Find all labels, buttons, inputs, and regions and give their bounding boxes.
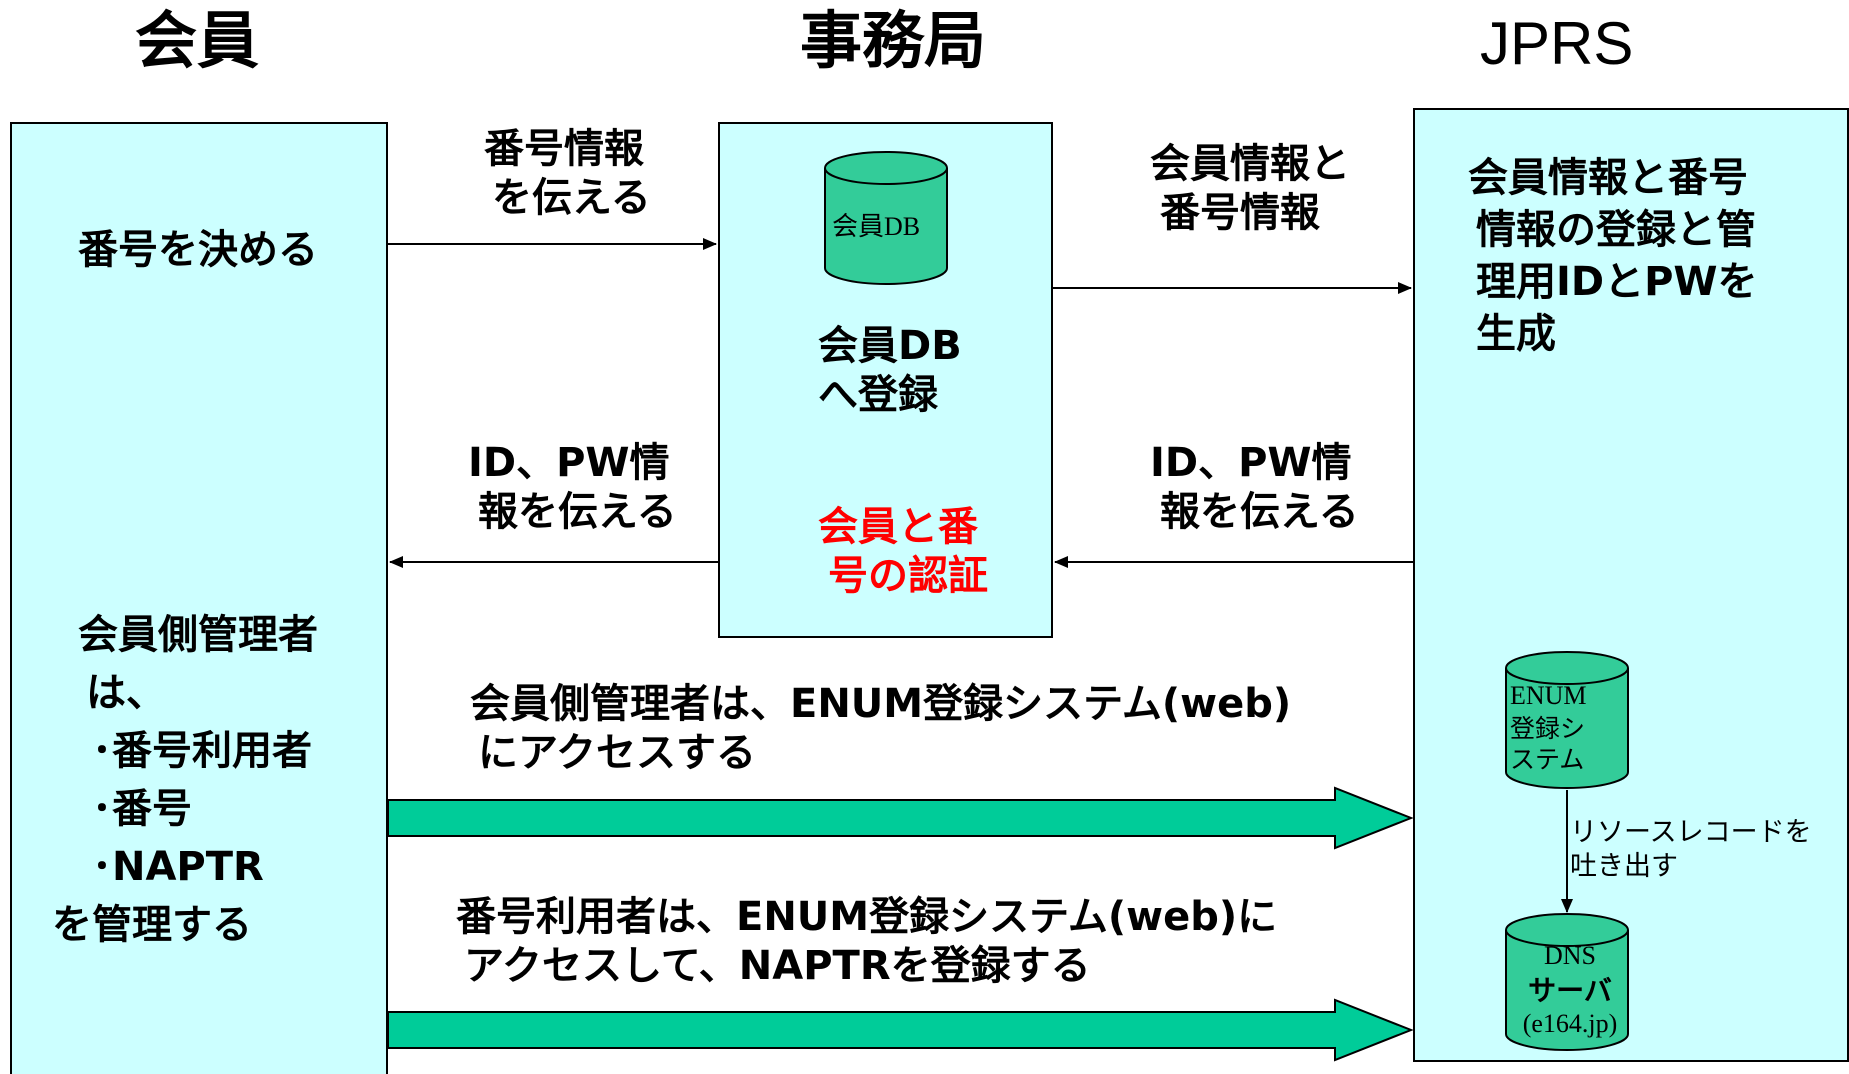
member-admin-line: を管理する [52, 902, 252, 948]
resource-record-text: リソースレコードを 吐き出す [1570, 816, 1812, 884]
enum-system-label: ENUM 登録シ ステム [1510, 680, 1587, 775]
label-line: 会員側管理者は、ENUM登録システム(web) [470, 681, 1292, 727]
auth-line: 号の認証 [828, 552, 988, 599]
enum-system-cylinder [1505, 651, 1629, 789]
label-line: 番号情報 [1160, 189, 1320, 236]
label-line: にアクセスする [478, 729, 756, 776]
member-admin-line: は、 [86, 670, 166, 716]
label-line: 報を伝える [478, 488, 677, 535]
jprs-register-line: 情報の登録と管 [1476, 207, 1756, 253]
dns-server-label: DNS サーバ (e164.jp) [1515, 940, 1625, 1040]
decide-number-text: 番号を決める [78, 227, 318, 273]
jprs-box [1413, 108, 1849, 1062]
thick-arrow-admin-access [387, 786, 1414, 850]
label-idpw-to-member: ID、PW情 報を伝える [468, 439, 677, 537]
label-number-info: 番号情報 を伝える [484, 125, 651, 223]
member-admin-line: ･番号 [92, 786, 192, 832]
label-line: ID、PW情 [1150, 440, 1352, 486]
member-db-cylinder [824, 151, 948, 285]
label-line: を伝える [492, 174, 651, 221]
label-line: 番号情報 [484, 126, 644, 172]
jprs-register-line: 理用IDとPWを [1476, 259, 1758, 305]
resource-line: 吐き出す [1570, 850, 1678, 882]
register-line: 会員DB [818, 323, 962, 369]
register-member-db-text: 会員DB へ登録 [818, 322, 962, 420]
member-db-label: 会員DB [832, 212, 921, 241]
auth-text: 会員と番 号の認証 [818, 503, 988, 601]
dns-line: サーバ [1528, 973, 1612, 1007]
jprs-register-line: 生成 [1476, 311, 1556, 357]
header-secretariat: 事務局 [800, 4, 987, 77]
dns-line: DNS [1543, 941, 1596, 970]
auth-line: 会員と番 [818, 504, 978, 550]
register-line: へ登録 [818, 371, 938, 418]
enum-line: ステム [1510, 744, 1585, 774]
member-box [10, 122, 388, 1074]
header-jprs: JPRS [1480, 10, 1634, 77]
label-member-number-info: 会員情報と 番号情報 [1150, 140, 1350, 238]
dns-server-cylinder [1505, 913, 1629, 1051]
member-admin-text: 会員側管理者 は、 ･番号利用者 ･番号 ･NAPTR を管理する [52, 606, 318, 954]
jprs-register-text: 会員情報と番号 情報の登録と管 理用IDとPWを 生成 [1468, 152, 1758, 360]
label-line: 番号利用者は、ENUM登録システム(web)に [456, 894, 1278, 940]
label-idpw-to-secretariat: ID、PW情 報を伝える [1150, 439, 1359, 537]
member-admin-line: ･NAPTR [92, 844, 264, 890]
label-line: ID、PW情 [468, 440, 670, 486]
member-admin-line: ･番号利用者 [92, 728, 312, 774]
enum-line: ENUM [1510, 681, 1587, 710]
header-member: 会員 [135, 4, 260, 77]
dns-line: (e164.jp) [1522, 1008, 1618, 1038]
label-line: アクセスして、NAPTRを登録する [464, 942, 1091, 989]
label-user-access: 番号利用者は、ENUM登録システム(web)に アクセスして、NAPTRを登録す… [456, 893, 1277, 991]
label-line: 会員情報と [1150, 141, 1350, 187]
label-admin-access: 会員側管理者は、ENUM登録システム(web) にアクセスする [470, 680, 1291, 778]
jprs-register-line: 会員情報と番号 [1468, 155, 1748, 201]
member-admin-line: 会員側管理者 [78, 612, 318, 658]
enum-line: 登録シ [1510, 713, 1586, 743]
thick-arrow-user-access [387, 998, 1414, 1062]
label-line: 報を伝える [1160, 488, 1359, 535]
resource-line: リソースレコードを [1570, 817, 1812, 848]
